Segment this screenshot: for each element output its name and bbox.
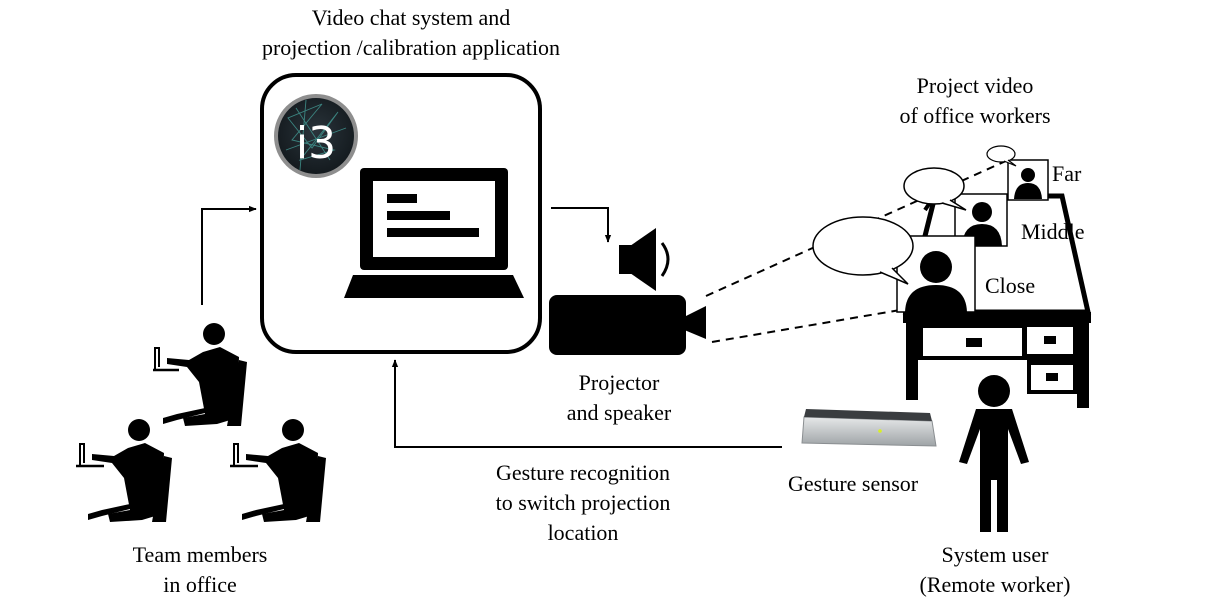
seated-person-icon <box>76 419 172 522</box>
gesture-sensor-device <box>801 409 937 447</box>
speaker-icon <box>619 228 670 291</box>
speech-bubble-far <box>986 145 1017 167</box>
team-members-line-2: in office <box>163 572 237 597</box>
system-user-label: System user (Remote worker) <box>890 540 1100 600</box>
gesture-recognition-label: Gesture recognition to switch projection… <box>466 458 700 548</box>
system-user-line-1: System user <box>941 542 1049 567</box>
speech-bubble-close <box>812 216 914 285</box>
gesture-recognition-line-1: Gesture recognition <box>495 460 671 485</box>
project-video-label: Project video of office workers <box>872 71 1078 131</box>
project-video-line-2: of office workers <box>899 103 1051 128</box>
app-title-label: Video chat system and projection /calibr… <box>231 3 591 63</box>
i3-logo: i3 <box>274 94 358 178</box>
app-title-line-2: projection /calibration application <box>261 35 561 60</box>
projector-line-2: and speaker <box>566 400 672 425</box>
video-far <box>1007 159 1049 201</box>
seated-person-icon <box>230 419 326 522</box>
projector-line-1: Projector <box>578 370 660 395</box>
close-label: Close <box>985 273 1036 298</box>
laptop-icon <box>344 168 524 298</box>
system-user-line-2: (Remote worker) <box>919 572 1071 597</box>
speech-bubble-middle <box>903 167 967 211</box>
gesture-recognition-line-2: to switch projection <box>495 490 671 515</box>
svg-text:i3: i3 <box>296 118 336 169</box>
app-title-line-1: Video chat system and <box>311 5 511 30</box>
standing-person-icon <box>959 375 1029 532</box>
project-video-line-1: Project video <box>916 73 1034 98</box>
arrow-app-to-speaker <box>551 207 612 243</box>
team-members-line-1: Team members <box>132 542 268 567</box>
team-members-label: Team members in office <box>100 540 300 600</box>
arrow-team-to-app <box>201 205 257 305</box>
seated-person-icon <box>153 323 247 426</box>
far-label: Far <box>1052 161 1082 186</box>
projector-icon <box>549 295 706 355</box>
gesture-recognition-line-3: location <box>547 520 619 545</box>
projection-rays <box>705 159 1009 343</box>
gesture-sensor-label: Gesture sensor <box>788 471 919 496</box>
projector-label: Projector and speaker <box>535 368 703 428</box>
arrow-sensor-to-app <box>391 359 782 448</box>
middle-label: Middle <box>1021 219 1085 244</box>
